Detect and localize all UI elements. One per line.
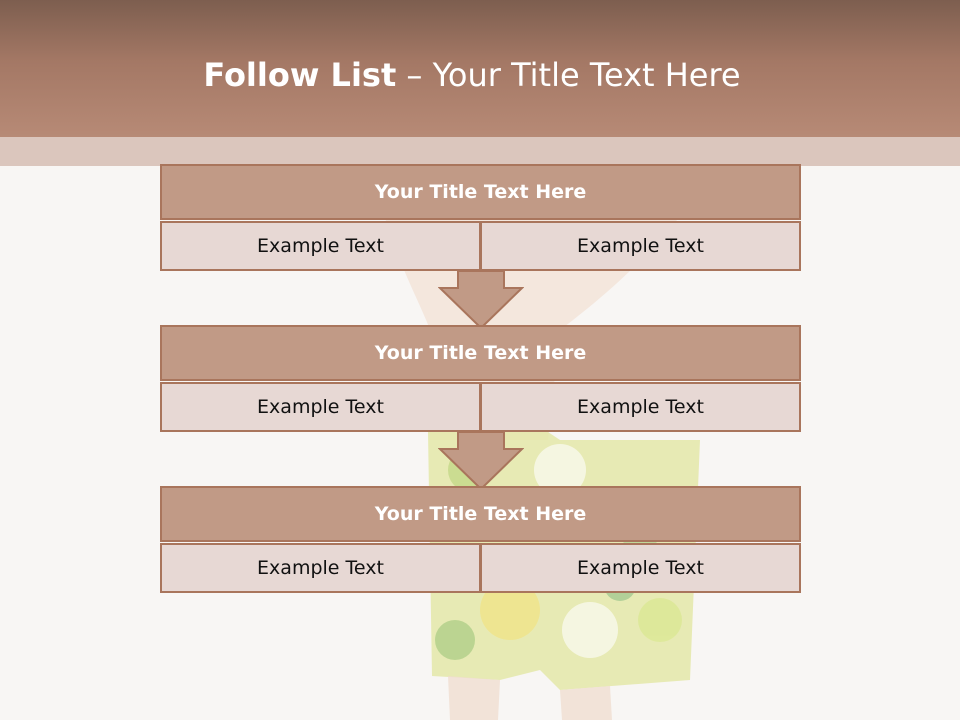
block-cell-left: Example Text — [160, 221, 481, 271]
block-cell-left: Example Text — [160, 543, 481, 593]
block-title: Your Title Text Here — [160, 486, 801, 542]
block-title: Your Title Text Here — [160, 164, 801, 220]
list-block-3: Your Title Text Here Example Text Exampl… — [160, 486, 801, 593]
title-bar — [0, 0, 960, 137]
title-bar-accent — [0, 137, 960, 166]
block-title: Your Title Text Here — [160, 325, 801, 381]
slide-title: Follow List – Your Title Text Here — [0, 55, 944, 95]
block-cell-right: Example Text — [481, 382, 801, 432]
list-block-1: Your Title Text Here Example Text Exampl… — [160, 164, 801, 271]
down-arrow-icon — [438, 431, 524, 491]
slide-title-bold: Follow List — [203, 56, 397, 94]
block-cell-right: Example Text — [481, 543, 801, 593]
slide-title-rest: – Your Title Text Here — [396, 56, 741, 94]
block-cell-left: Example Text — [160, 382, 481, 432]
block-cell-right: Example Text — [481, 221, 801, 271]
list-block-2: Your Title Text Here Example Text Exampl… — [160, 325, 801, 432]
down-arrow-icon — [438, 270, 524, 330]
